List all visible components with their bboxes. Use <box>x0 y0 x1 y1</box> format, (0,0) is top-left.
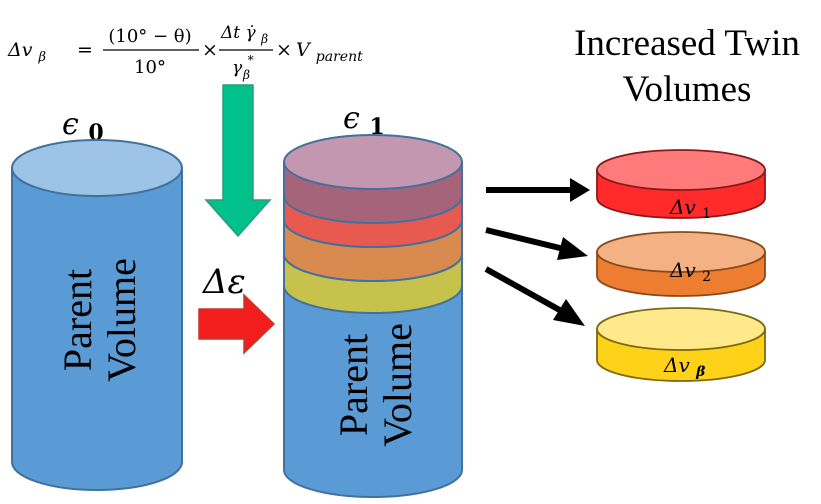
svg-text:ϵ 1: ϵ 1 <box>343 101 385 140</box>
disk-dvbeta-label: Δv <box>663 353 690 377</box>
svg-text:V parent: V parent <box>296 39 363 65</box>
arrow-to-dv2-head <box>557 237 588 260</box>
disk-dv1: Δv 1 <box>596 149 766 222</box>
formula-lhs: Δv <box>7 39 33 61</box>
parent-label-left-line1: Parent <box>55 269 100 371</box>
formula-frac2-num-gamma: γ̇ <box>246 23 257 43</box>
parent-cylinder-left-body <box>11 167 183 491</box>
formula-frac2-den-sub: β <box>242 68 250 82</box>
stacked-cylinder-right: Parent Volume <box>283 134 463 498</box>
svg-text:Δv 1: Δv 1 <box>669 195 711 222</box>
formula: Δv β = (10° − θ) 10° × Δt γ̇ β γ * β × V… <box>7 23 363 82</box>
disk-dv2-sub: 2 <box>702 269 711 285</box>
epsilon0-symbol: ϵ <box>62 107 79 142</box>
disk-dv1-sub: 1 <box>702 206 711 222</box>
parent-label-right-line2: Volume <box>375 323 420 447</box>
disk-dv2: Δv 2 <box>596 231 766 297</box>
disk-dvbeta-top <box>596 307 766 351</box>
disk-dv1-top <box>596 149 766 191</box>
stacked-parent-body <box>283 285 463 498</box>
arrow-to-dv2 <box>485 227 569 253</box>
green-down-arrow <box>204 84 272 238</box>
formula-frac2-den-sup: * <box>248 53 254 67</box>
arrow-to-dvb <box>484 266 567 316</box>
svg-text:Δv 2: Δv 2 <box>669 258 711 285</box>
disk-dv2-label: Δv <box>669 258 696 282</box>
red-right-arrow <box>198 293 276 355</box>
increased-twin-title-line1: Increased Twin <box>574 23 800 64</box>
disk-dvbeta: Δv β <box>596 307 766 382</box>
formula-frac1-numerator: (10° − θ) <box>108 26 191 47</box>
increased-twin-title-line2: Volumes <box>623 69 752 110</box>
formula-times-2: × <box>276 39 292 61</box>
formula-v: V <box>296 39 312 61</box>
formula-frac1-denominator: 10° <box>134 57 166 78</box>
parent-cylinder-left: Parent Volume <box>11 139 183 491</box>
formula-equals: = <box>77 39 93 61</box>
formula-times-1: × <box>202 39 218 61</box>
parent-cylinder-left-top <box>11 139 183 197</box>
formula-lhs-sub: β <box>38 50 47 65</box>
svg-text:Δt γ̇ β: Δt γ̇ β <box>220 23 268 46</box>
formula-frac2-den-gamma: γ <box>232 58 243 78</box>
arrow-to-dv1-head <box>570 178 590 202</box>
formula-frac2-num-dt: Δt <box>220 23 240 43</box>
disk-dv1-label: Δv <box>669 195 696 219</box>
svg-text:γ *: γ * <box>232 53 254 78</box>
formula-frac2-num-sub: β <box>260 32 268 46</box>
disk-dv2-top <box>596 231 766 273</box>
parent-label-right-line1: Parent <box>331 334 376 436</box>
disk-dvbeta-sub: β <box>695 364 706 380</box>
delta-epsilon-label: Δε <box>201 262 246 302</box>
arrow-to-dvb-head <box>553 299 585 326</box>
stacked-top <box>283 134 463 190</box>
parent-label-left-line2: Volume <box>99 258 144 382</box>
epsilon1-subscript: 1 <box>369 114 384 140</box>
formula-v-sub: parent <box>316 49 363 65</box>
svg-text:Δv β: Δv β <box>7 39 46 65</box>
svg-text:Δv β: Δv β <box>663 353 706 380</box>
epsilon1-symbol: ϵ <box>343 101 360 136</box>
